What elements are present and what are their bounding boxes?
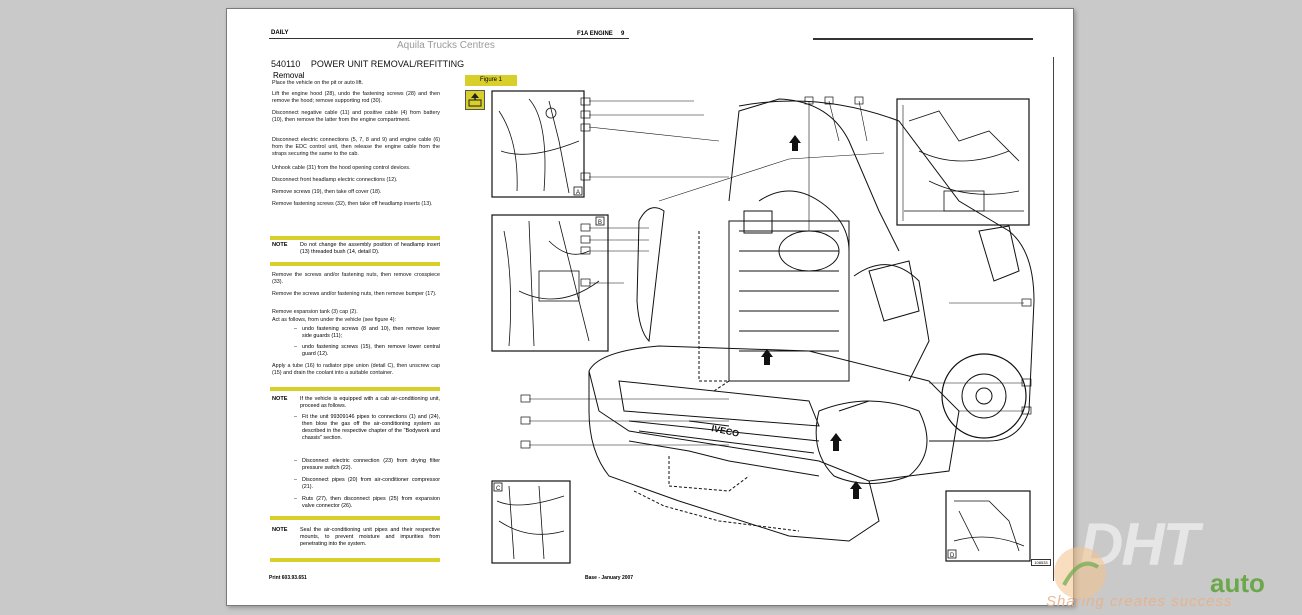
section-code: 540110 [271,59,301,69]
paragraph: Lift the engine hood (28), undo the fast… [272,91,440,104]
detail-a-inset: A [491,90,585,198]
engine-bay-drawing: A B C D [489,81,1037,571]
detail-label: C [496,486,501,492]
vehicle-outline: IVECO [588,98,1035,542]
paragraph: Unhook cable (31) from the hood opening … [272,165,411,171]
list-item: –undo fastening screws (8 and 10), then … [294,326,440,339]
document-page: DAILY F1A ENGINE 9 Aquila Trucks Centres… [226,8,1074,606]
header-rule [813,38,1033,40]
paragraph: Remove screws (19), then take off cover … [272,189,382,195]
top-watermark: Aquila Trucks Centres [397,40,495,51]
header-left-text: DAILY [271,30,289,36]
paragraph: Remove fastening screws (32), then take … [272,201,433,207]
paragraph: Remove expansion tank (3) cap (2). [272,309,358,315]
detail-arrows [761,135,862,499]
page-number: 9 [621,31,625,37]
detail-label: A [576,190,580,196]
section-heading: 540110 POWER UNIT REMOVAL/REFITTING [271,59,464,69]
list-item: –Disconnect pipes (20) from air-conditio… [294,477,440,490]
paragraph: Remove the screws and/or fastening nuts,… [272,291,437,297]
page-margin-rule [1053,57,1054,581]
paragraph: Disconnect front headlamp electric conne… [272,177,398,183]
header-right-text: F1A ENGINE [577,31,613,37]
figure-label: Figure 1 [465,75,517,86]
page-header-right: F1A ENGINE 9 [577,25,1037,39]
note-label: NOTE [272,242,288,248]
brand-logo-sub: auto [1210,568,1265,598]
note-label: NOTE [272,527,288,533]
detail-label: B [598,220,602,226]
list-item: –Ruts (27), then disconnect pipes (25) f… [294,496,440,509]
footer-print-code: Print 603.93.651 [269,575,307,581]
brand-globe-icon [1054,547,1106,599]
detail-label: D [950,553,955,559]
list-item: –Fit the unit 99309146 pipes to connecti… [294,414,440,441]
paragraph: Disconnect negative cable (11) and posit… [272,110,440,123]
footer-edition: Base - January 2007 [585,575,634,581]
note-label: NOTE [272,396,288,402]
section-subtitle: Removal [273,71,305,80]
list-item: –undo fastening screws (15), then remove… [294,344,440,357]
paragraph: Place the vehicle on the pit or auto lif… [272,80,364,86]
callout-leaders [529,100,1024,446]
detail-c-inset: C [491,480,571,564]
note-bar-top [270,236,440,240]
hood-detail-inset [896,98,1030,226]
list-item: –Disconnect electric connection (23) fro… [294,458,440,471]
page-header-left: DAILY [269,25,629,39]
note-bar-bottom [270,262,440,266]
figure-number: 108533 [1031,559,1051,566]
section-title: POWER UNIT REMOVAL/REFITTING [310,59,465,69]
note-bar-top [270,387,440,391]
note-bar-bottom [270,558,440,562]
lift-icon [465,90,485,110]
svg-text:IVECO: IVECO [711,423,740,439]
paragraph: Disconnect electric connections (5, 7, 8… [272,137,440,157]
callout-boxes [520,96,1032,449]
paragraph: Apply a tube (16) to radiator pipe union… [272,363,440,376]
paragraph: Act as follows, from under the vehicle (… [272,317,397,323]
note-text: Do not change the assembly position of h… [300,242,440,255]
note-bar-top [270,516,440,520]
brand-slogan: Sharing creates success [1046,593,1233,610]
note-text: If the vehicle is equipped with a cab ai… [300,396,440,409]
note-text: Seal the air-conditioning unit pipes and… [300,527,440,547]
paragraph: Remove the screws and/or fastening nuts,… [272,272,440,285]
detail-d-inset: D [945,490,1031,562]
